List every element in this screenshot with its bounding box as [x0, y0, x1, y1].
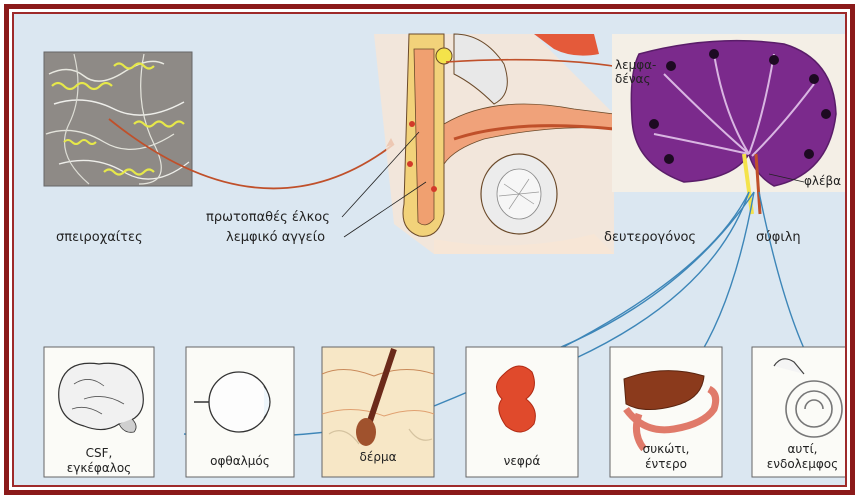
panel-ear-label: αυτί, ενδολεμφος [752, 442, 847, 472]
panel-liver-line2: έντερο [610, 457, 722, 472]
panel-liver-line1: συκώτι, [610, 442, 722, 457]
panel-ear-line2: ενδολεμφος [752, 457, 847, 472]
label-lymph-node-2: δένας [615, 72, 650, 86]
diagram-canvas: σπειροχαίτες πρωτοπαθές έλκος λεμφικό αγ… [12, 12, 847, 487]
panel-skin-label: δέρμα [322, 450, 434, 465]
label-primary-chancre: πρωτοπαθές έλκος [206, 210, 330, 225]
syphilis-diagram [14, 14, 847, 487]
panel-brain-line1: CSF, [44, 446, 154, 461]
label-syphilis: σύφιλη [756, 230, 801, 245]
label-secondary: δευτερογόνος [604, 230, 696, 245]
label-lymph-node-1: λεμφα- [615, 58, 656, 72]
panel-eye-label: οφθαλμός [186, 454, 294, 469]
panel-liver-label: συκώτι, έντερο [610, 442, 722, 472]
label-vein: φλέβα [804, 174, 841, 188]
label-lymph-vessel: λεμφικό αγγείο [226, 230, 325, 245]
organ-panels [44, 347, 847, 477]
panel-kidney-label: νεφρά [466, 454, 578, 469]
panel-brain-label: CSF, εγκέφαλος [44, 446, 154, 476]
outer-frame: σπειροχαίτες πρωτοπαθές έλκος λεμφικό αγ… [4, 4, 855, 495]
spirochete-micrograph [44, 52, 192, 186]
genital-anatomy [374, 34, 614, 254]
panel-brain-line2: εγκέφαλος [44, 461, 154, 476]
label-spirochetes: σπειροχαίτες [56, 230, 143, 245]
panel-ear-line1: αυτί, [752, 442, 847, 457]
